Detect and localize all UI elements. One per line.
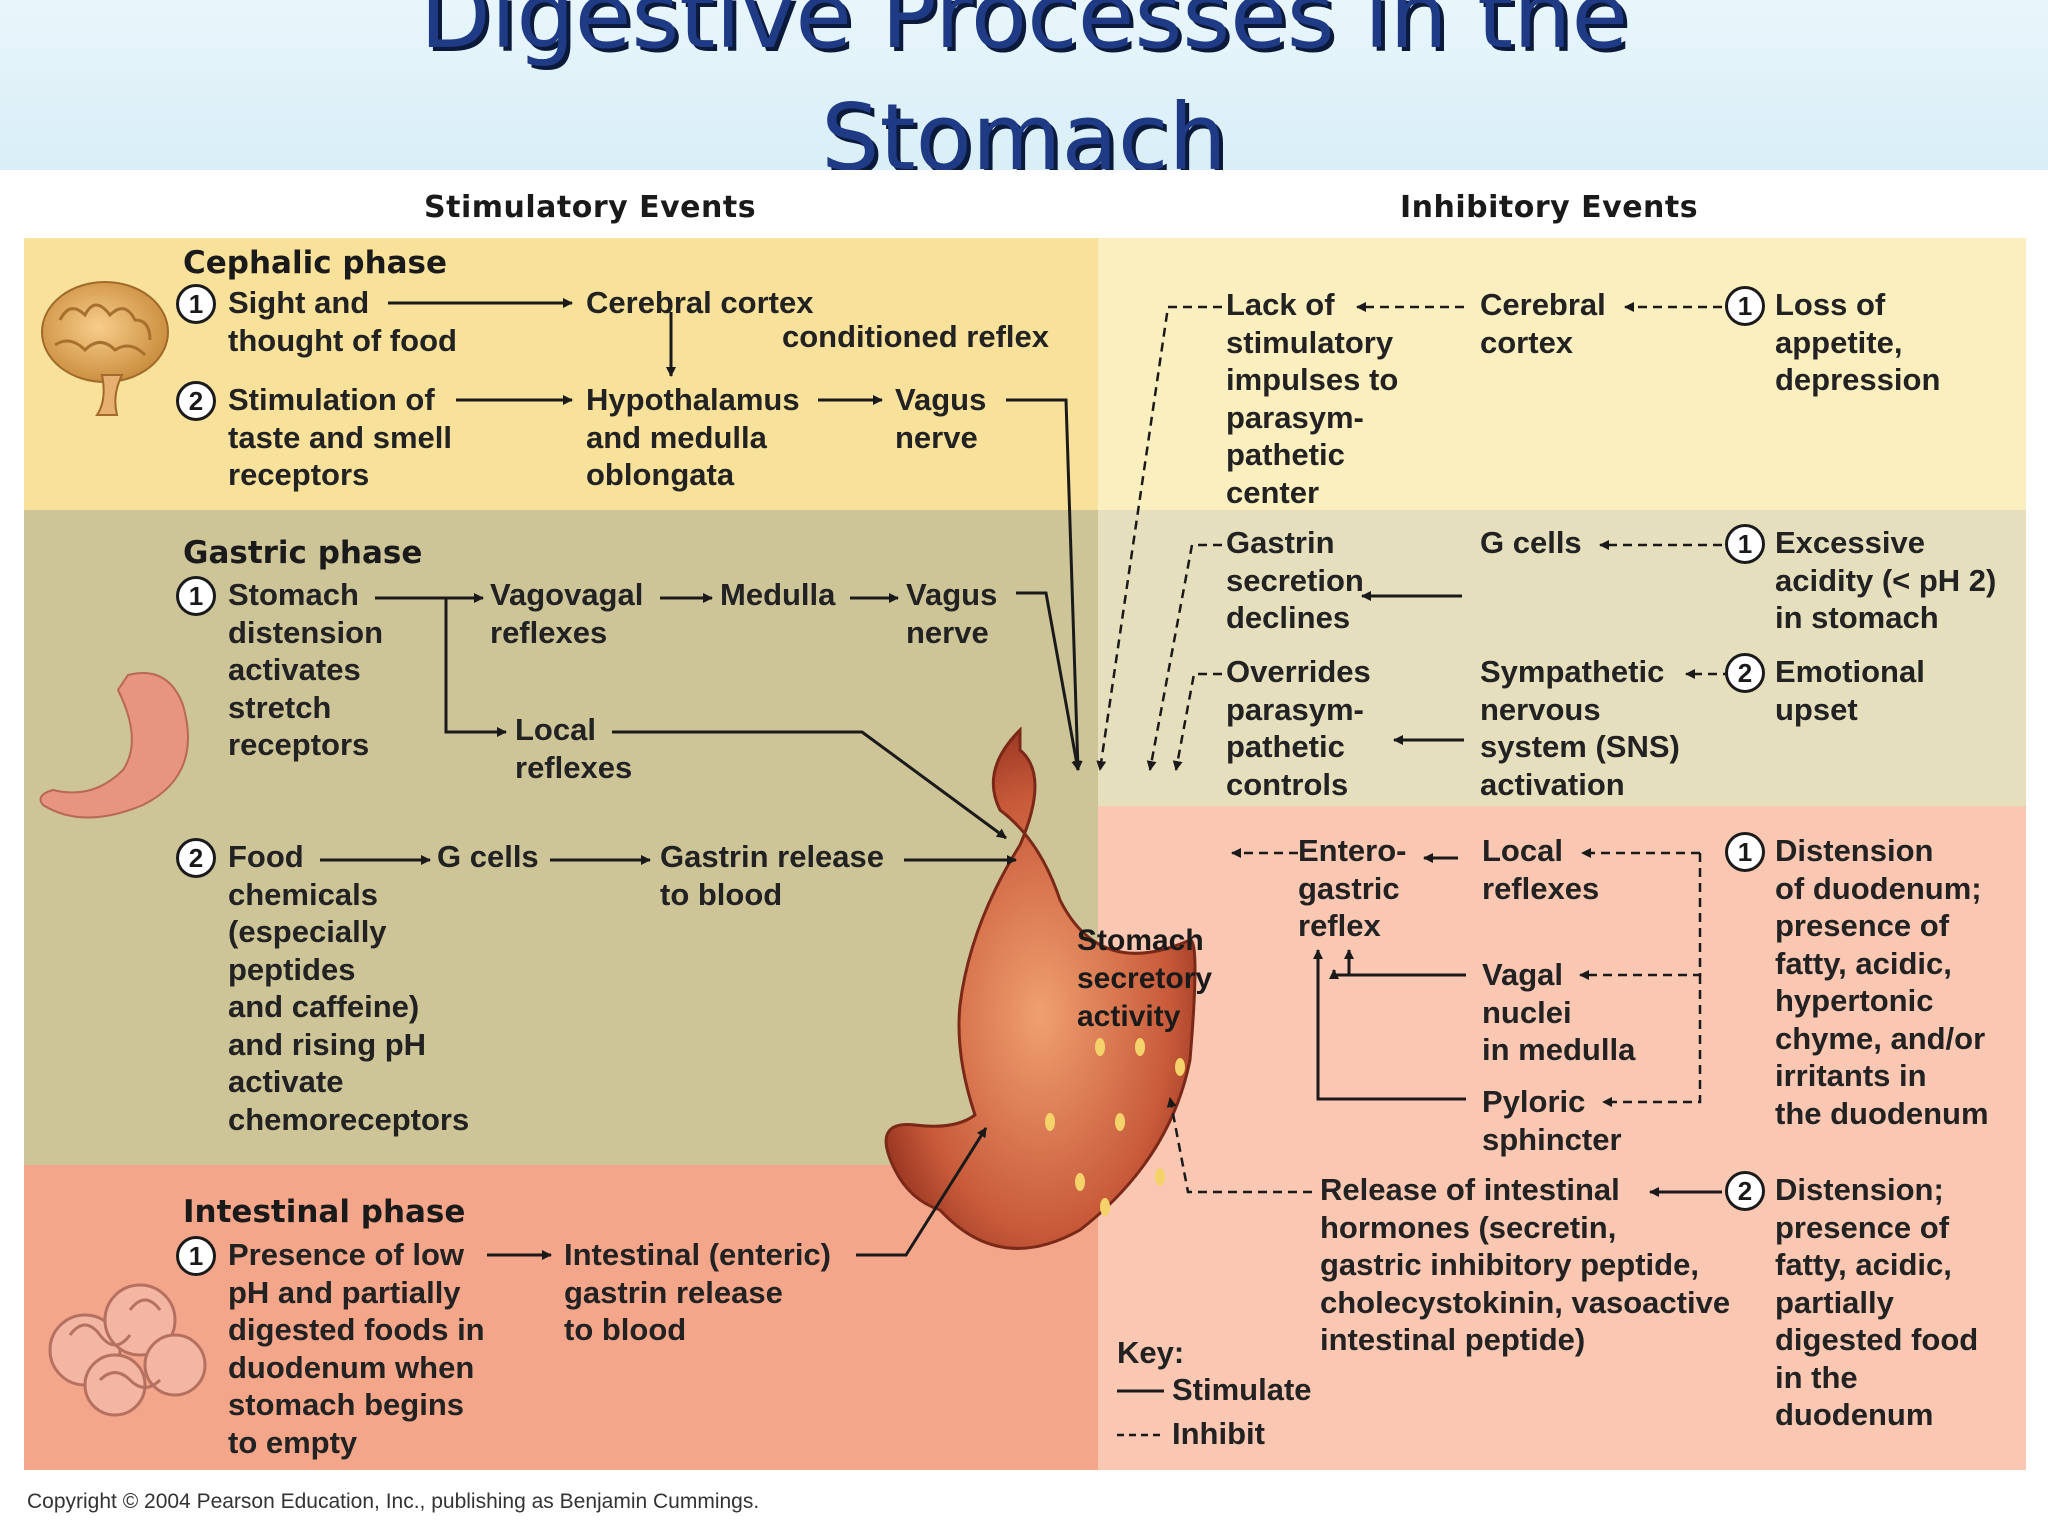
gastric-excessive-acidity: Excessive acidity (< pH 2) in stomach [1775,525,1997,635]
gastric-local-reflexes: Local reflexes [515,712,633,785]
copyright-notice: Copyright © 2004 Pearson Education, Inc.… [27,1490,760,1513]
step-number-badge: 2 [176,381,216,421]
gastric-stimulus-distension: Stomach distension activates stretch rec… [228,577,384,762]
step-number-badge: 2 [176,838,216,878]
stomach-secretory-activity-label: Stomach secretory activity [1077,924,1213,1033]
gastric-gastrin-release: Gastrin release to blood [660,839,885,912]
gastric-band-stimulatory [24,510,1098,1165]
brain-icon [41,281,169,416]
intestinal-enterogastric-reflex: Entero- gastric reflex [1298,833,1407,943]
gastric-medulla: Medulla [720,577,836,612]
intestinal-distension-duodenum: Distension of duodenum; presence of fatt… [1775,833,1989,1131]
step-number-badge: 1 [176,576,216,616]
key-title: Key: [1117,1335,1185,1370]
cephalic-stimulus-taste: Stimulation of taste and smell receptors [228,382,452,492]
gastric-vagovagal-reflexes: Vagovagal reflexes [490,577,644,650]
intestinal-distension-fatty-food: Distension; presence of fatty, acidic, p… [1775,1172,1979,1432]
gastric-gastrin-declines: Gastrin secretion declines [1226,525,1364,635]
cephalic-cerebral-cortex: Cerebral cortex [586,285,814,320]
page-title-line-1: Digestive Processes in the [419,0,1629,69]
intestinal-band-inhibitory [1098,806,2026,1470]
cephalic-band-stimulatory [24,238,1098,510]
cephalic-inhibitory-cerebral-cortex: Cerebral cortex [1480,287,1606,360]
step-number-badge: 2 [1725,653,1765,693]
diagram-arrows [39,281,1732,1437]
gastric-stimulus-food-chemicals: Food chemicals (especially peptides and … [228,839,470,1137]
gastric-vagus-nerve: Vagus nerve [906,577,998,650]
intestine-icon [48,1283,207,1417]
large-stomach-illustration [884,726,1197,1250]
gastric-sns-activation: Sympathetic nervous system (SNS) activat… [1480,654,1680,802]
title-banner: Digestive Processes in the Stomach [0,0,2048,170]
gastric-emotional-upset: Emotional upset [1775,654,1925,727]
cephalic-hypothalamus: Hypothalamus and medulla oblongata [586,382,800,492]
step-number-badge: 1 [1725,524,1765,564]
gastric-overrides-parasympathetic: Overrides parasym- pathetic controls [1226,654,1371,802]
gastric-inhibitory-g-cells: G cells [1480,525,1582,560]
intestinal-stimulus-low-ph: Presence of low pH and partially digeste… [228,1237,485,1460]
cephalic-stimulus-sight: Sight and thought of food [228,285,457,358]
digestive-diagram: Stimulatory Events Inhibitory Events [0,170,2048,1500]
step-number-badge: 1 [176,1236,216,1276]
gastric-band-inhibitory [1098,510,2026,806]
cephalic-phase-label: Cephalic phase [183,245,448,281]
step-number-badge: 2 [1725,1171,1765,1211]
inhibitory-header: Inhibitory Events [1400,190,1699,225]
cephalic-vagus-nerve: Vagus nerve [895,382,987,455]
step-number-badge: 1 [1725,832,1765,872]
intestinal-hormone-release: Release of intestinal hormones (secretin… [1320,1172,1731,1357]
intestinal-local-reflexes: Local reflexes [1482,833,1600,906]
step-number-badge: 1 [1725,286,1765,326]
key-stimulate: Stimulate [1172,1372,1312,1407]
gastric-g-cells: G cells [437,839,539,874]
intestinal-pyloric-sphincter: Pyloric sphincter [1482,1084,1622,1157]
page-title-line-2: Stomach [821,84,1227,171]
stimulatory-header: Stimulatory Events [424,190,757,225]
step-number-badge: 1 [176,284,216,324]
intestinal-band-stimulatory [24,1165,1098,1470]
cephalic-lack-of-impulses: Lack of stimulatory impulses to parasym-… [1226,287,1399,510]
intestinal-vagal-nuclei: Vagal nuclei in medulla [1482,957,1636,1067]
small-stomach-icon [39,672,189,819]
key-inhibit: Inhibit [1172,1416,1265,1451]
cephalic-loss-of-appetite: Loss of appetite, depression [1775,287,1941,397]
intestinal-gastrin-release: Intestinal (enteric) gastrin release to … [564,1237,831,1347]
intestinal-phase-label: Intestinal phase [183,1194,466,1230]
cephalic-conditioned-reflex: conditioned reflex [782,319,1049,354]
gastric-phase-label: Gastric phase [183,535,423,571]
cephalic-band-inhibitory [1098,238,2026,510]
